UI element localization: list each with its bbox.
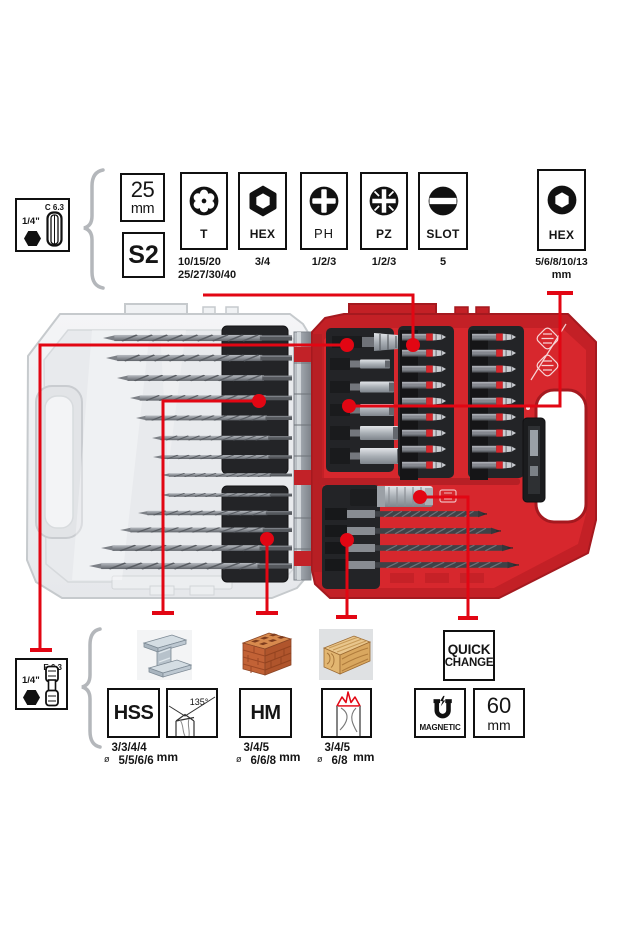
- case-right-half: [311, 303, 597, 599]
- nut-setter-label: HEX: [548, 228, 575, 242]
- bit-type-label: PZ: [376, 227, 392, 241]
- shank-spec-box-top: C 6.3 1/4": [15, 198, 70, 252]
- bit-type-label: T: [200, 227, 208, 241]
- shank-size-label: 1/4": [22, 216, 40, 227]
- pozidriv-icon: [369, 186, 399, 216]
- wood-beam-icon: [319, 629, 373, 680]
- steel-grade-box: S2: [122, 232, 165, 278]
- bit-type-box-torx: T: [180, 172, 228, 250]
- holder-length-unit: mm: [487, 716, 511, 733]
- hex-icon: [249, 185, 276, 217]
- bottom-brace: [81, 627, 102, 749]
- bit-type-label: SLOT: [426, 227, 460, 241]
- bit-type-box-ph: PH: [300, 172, 348, 250]
- hss-box: HSS: [107, 688, 160, 738]
- bit-length-value: 25: [130, 176, 155, 202]
- angle-lines: [168, 696, 216, 717]
- holder-length-box: 60 mm: [473, 688, 525, 738]
- shank-size-label: 1/4": [22, 675, 40, 686]
- line-e63-shank: [38, 343, 347, 648]
- hm-label: HM: [250, 701, 281, 724]
- hex-shank-icon: [23, 690, 40, 705]
- phillips-icon: [309, 186, 339, 216]
- slot-sizes: 5: [439, 256, 447, 268]
- hex-sizes: 3/4: [254, 256, 271, 268]
- wood-drill-tip-box: [321, 688, 372, 738]
- line-bit-types-to-bits: [203, 293, 415, 343]
- shank-spec-label: C 6.3: [44, 203, 64, 212]
- ph-sizes: 1/2/3: [311, 256, 337, 268]
- magnet-icon: [433, 695, 452, 719]
- steel-grade-label: S2: [128, 240, 159, 269]
- torx-icon: [189, 186, 219, 216]
- hss-label: HSS: [113, 701, 154, 724]
- torx-sizes: 10/15/20 25/27/30/40: [178, 256, 237, 281]
- tip-angle-value: 135°: [190, 697, 209, 707]
- magnetic-label: MAGNETIC: [419, 723, 461, 732]
- annotation-lines: [30, 291, 573, 652]
- magnetic-bit-holder: [522, 417, 546, 503]
- annotation-dots: [252, 338, 427, 547]
- line-quick-change: [420, 495, 470, 616]
- case-hinge: [293, 331, 312, 581]
- bit-type-box-hex: HEX: [238, 172, 287, 250]
- pz-sizes: 1/2/3: [371, 256, 397, 268]
- holder-length-value: 60: [486, 692, 512, 718]
- line-hss-drills: [161, 399, 259, 611]
- hex-shank-icon: [24, 231, 41, 246]
- bit-type-box-slot: SLOT: [418, 172, 468, 250]
- wood-drill-bits: [325, 508, 519, 571]
- slot-icon: [428, 186, 458, 216]
- magnetic-box: MAGNETIC: [414, 688, 466, 738]
- bit-type-label: PH: [313, 226, 335, 241]
- hss-diameters: ø 3/3/4/4 5/5/6/6 mm: [104, 742, 179, 767]
- shank-spec-box-bottom: E 6.3 1/4": [15, 658, 68, 710]
- wood-drill-tip-icon: [336, 691, 361, 736]
- nut-setter-sizes: 5/6/8/10/13 mm: [535, 256, 588, 281]
- quick-change-line1: QUICK: [447, 641, 491, 657]
- bit-length-unit: mm: [130, 200, 155, 217]
- quick-change-line2: CHANGE: [444, 656, 494, 669]
- bit-type-box-pz: PZ: [360, 172, 408, 250]
- steel-beam-icon: [137, 630, 193, 680]
- top-brace: [83, 168, 105, 290]
- e63-shank-profile-icon: [45, 665, 59, 707]
- hm-diameters: ø 3/4/5 6/6/8 mm: [236, 742, 301, 767]
- bit-length-box: 25 mm: [120, 173, 165, 222]
- nut-setter-box: HEX: [537, 169, 586, 251]
- tip-angle-box: 135°: [166, 688, 218, 738]
- wood-diameters: ø 3/4/5 6/8 mm: [317, 742, 375, 767]
- quick-change-box: QUICK CHANGE: [443, 630, 495, 681]
- bit-type-label: HEX: [249, 227, 276, 241]
- hex-socket-icon: [547, 185, 576, 215]
- line-hex-sockets: [351, 294, 562, 408]
- c63-shank-profile-icon: [46, 211, 63, 247]
- drill-holder-bottom: [221, 485, 289, 583]
- hm-box: HM: [239, 688, 292, 738]
- case-left-handle: [35, 385, 83, 539]
- brick-wall-icon: [239, 629, 293, 680]
